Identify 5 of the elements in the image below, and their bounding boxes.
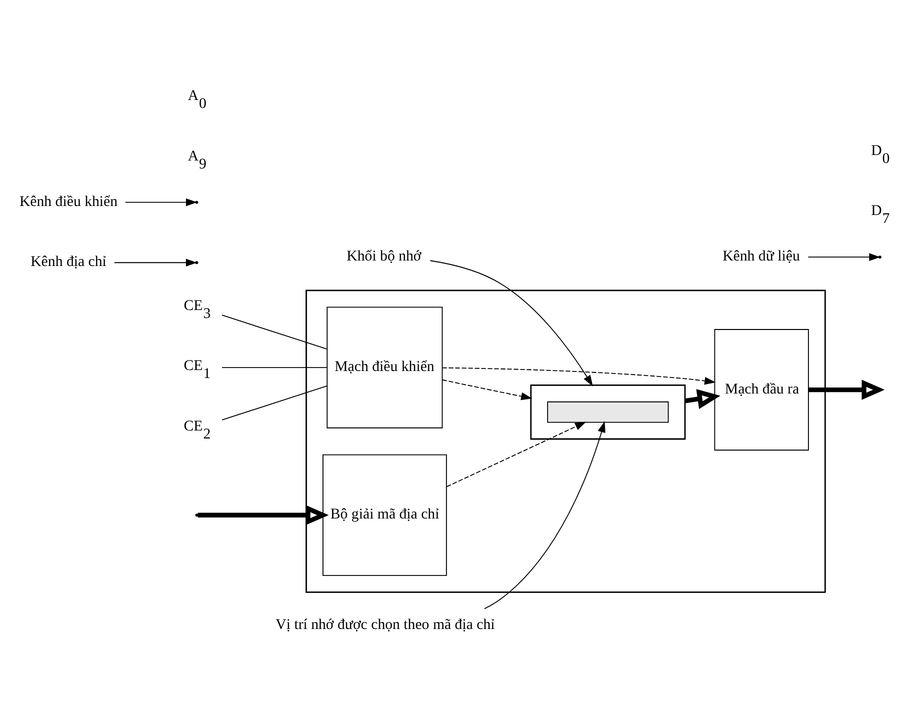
node-text: Khối bộ nhớ <box>346 248 422 265</box>
node-text: Kênh dữ liệu <box>722 248 800 265</box>
node-text: Kênh điều khiển <box>19 194 118 210</box>
node-text: Vị trí nhớ được chọn theo mã địa chỉ <box>276 617 495 634</box>
node-text: Kênh địa chỉ <box>30 254 106 270</box>
